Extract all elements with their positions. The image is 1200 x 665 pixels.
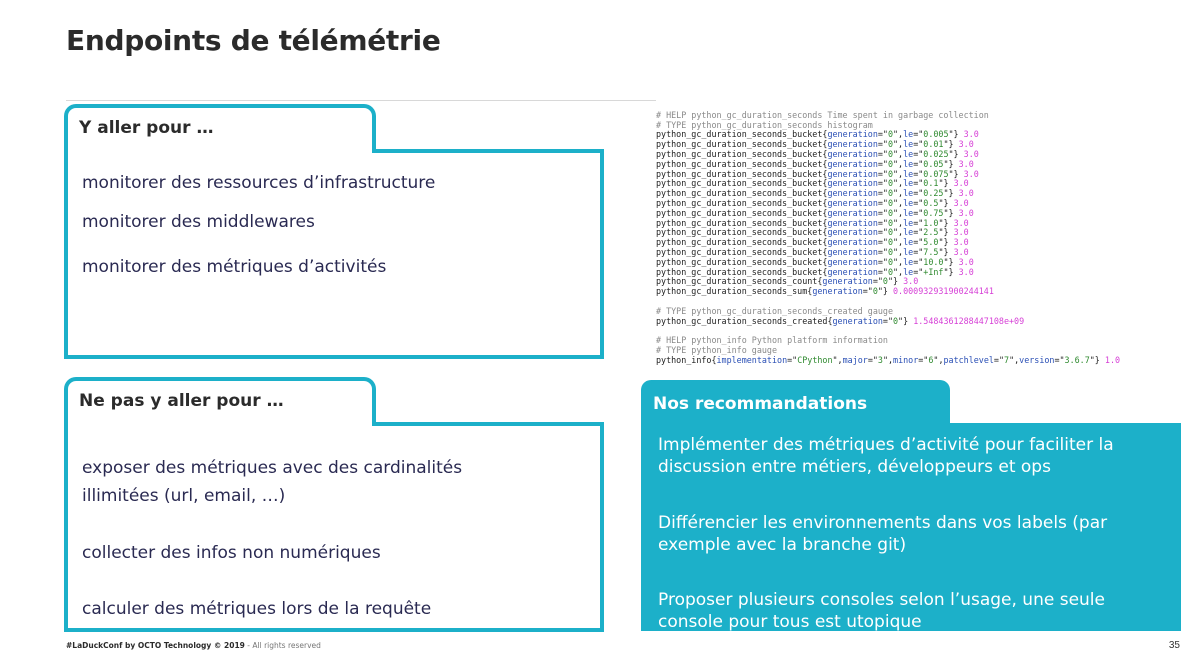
not-for-panel [64,422,604,632]
not-for-heading: Ne pas y aller pour … [64,377,376,426]
go-for-heading: Y aller pour … [64,104,376,153]
code-line: python_gc_duration_seconds_created{gener… [656,315,1025,326]
code-comment: # TYPE python_gc_duration_seconds histog… [656,119,873,130]
code-comment: # HELP python_gc_duration_seconds Time s… [656,109,989,120]
not-for-item: illimitées (url, email, …) [82,486,286,506]
go-for-item: monitorer des ressources d’infrastructur… [82,173,436,193]
slide-title: Endpoints de télémétrie [66,24,441,57]
metrics-code-sample: # HELP python_gc_duration_seconds Time s… [656,101,1120,375]
bucket-line: python_gc_duration_seconds_bucket{genera… [656,197,969,208]
bucket-line: python_gc_duration_seconds_bucket{genera… [656,158,974,169]
bucket-line: python_gc_duration_seconds_bucket{genera… [656,168,979,179]
code-line: python_gc_duration_seconds_count{generat… [656,276,919,287]
code-comment: # HELP python_info Python platform infor… [656,335,888,346]
divider [66,100,656,101]
bucket-line: python_gc_duration_seconds_bucket{genera… [656,237,969,248]
recommendation-item: Proposer plusieurs consoles selon l’usag… [658,590,1105,632]
not-for-item: collecter des infos non numériques [82,543,381,563]
recommendation-item: Différencier les environnements dans vos… [658,513,1108,555]
code-comment: # TYPE python_info gauge [656,344,778,355]
go-for-item: monitorer des métriques d’activités [82,257,387,277]
not-for-item: calculer des métriques lors de la requêt… [82,599,432,619]
not-for-item: exposer des métriques avec des cardinali… [82,458,463,478]
bucket-line: python_gc_duration_seconds_bucket{genera… [656,246,969,257]
code-comment: # TYPE python_gc_duration_seconds_create… [656,305,893,316]
bucket-line: python_gc_duration_seconds_bucket{genera… [656,139,974,150]
page-number: 35 [1168,640,1180,651]
bucket-lines: python_gc_duration_seconds_bucket{genera… [656,129,1120,277]
go-for-item: monitorer des middlewares [82,212,315,232]
recommendations-heading: Nos recommandations [641,380,950,424]
code-line: python_gc_duration_seconds_sum{generatio… [656,286,994,297]
footer: #LaDuckConf by OCTO Technology © 2019 - … [66,641,321,650]
recommendations-panel [641,423,1181,631]
bucket-line: python_gc_duration_seconds_bucket{genera… [656,207,974,218]
bucket-line: python_gc_duration_seconds_bucket{genera… [656,178,969,189]
bucket-line: python_gc_duration_seconds_bucket{genera… [656,188,974,199]
bucket-line: python_gc_duration_seconds_bucket{genera… [656,227,969,238]
bucket-line: python_gc_duration_seconds_bucket{genera… [656,217,969,228]
bucket-line: python_gc_duration_seconds_bucket{genera… [656,148,979,159]
code-line: python_info{implementation="CPython",maj… [656,354,1121,365]
recommendation-item: Implémenter des métriques d’activité pou… [658,435,1114,477]
bucket-line: python_gc_duration_seconds_bucket{genera… [656,266,974,277]
bucket-line: python_gc_duration_seconds_bucket{genera… [656,256,974,267]
bucket-line: python_gc_duration_seconds_bucket{genera… [656,129,979,140]
